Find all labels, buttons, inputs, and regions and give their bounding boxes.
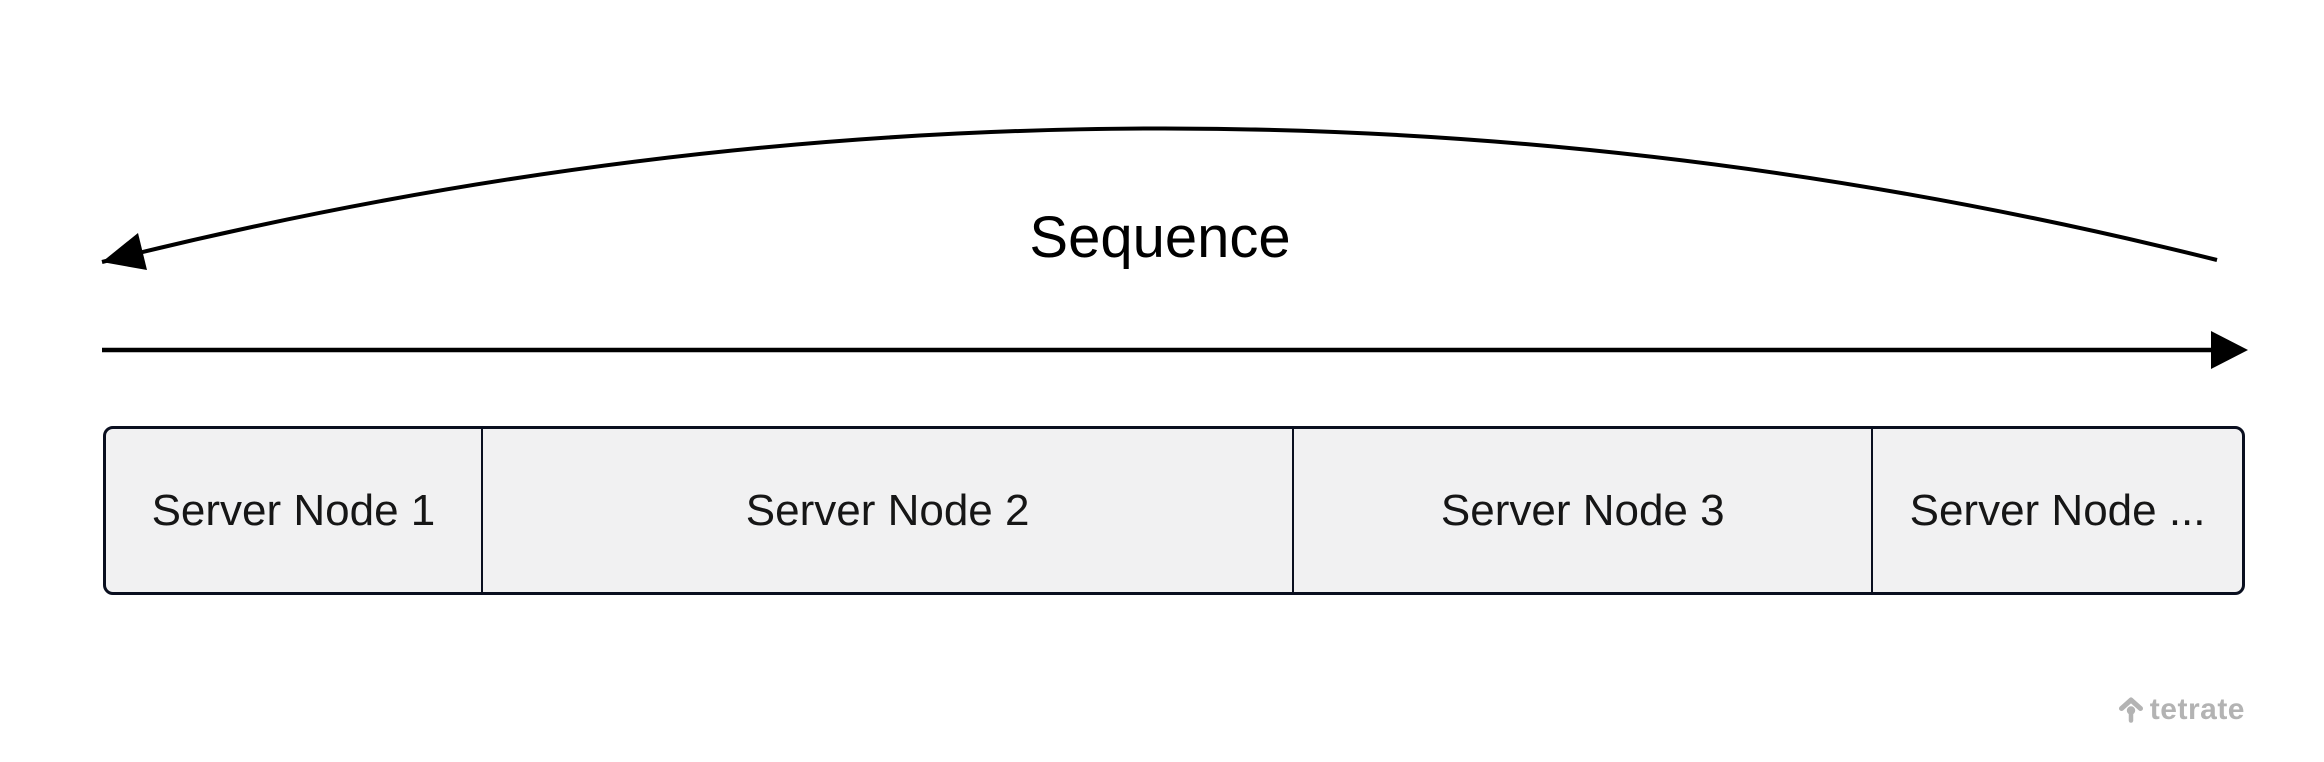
tetrate-arrow-up-icon [2118, 697, 2143, 723]
sequence-arc [101, 126, 2218, 264]
server-node-row: Server Node 1 Server Node 2 Server Node … [103, 426, 2245, 595]
server-node-1-label: Server Node 1 [151, 485, 436, 535]
server-node-2: Server Node 2 [480, 429, 1293, 592]
timeline-arrowhead-right [2211, 331, 2248, 369]
sequence-arc-arrowhead-left [102, 233, 147, 270]
server-node-more: Server Node ... [1871, 429, 2242, 592]
tetrate-brand-text: tetrate [2149, 693, 2245, 726]
server-node-3: Server Node 3 [1292, 429, 1871, 592]
server-node-3-label: Server Node 3 [1440, 485, 1725, 535]
server-node-1: Server Node 1 [106, 429, 481, 592]
server-node-2-label: Server Node 2 [745, 485, 1030, 535]
sequence-label: Sequence [1029, 205, 1291, 270]
server-node-more-label: Server Node ... [1909, 485, 2206, 535]
tetrate-watermark: tetrate [2118, 693, 2245, 726]
